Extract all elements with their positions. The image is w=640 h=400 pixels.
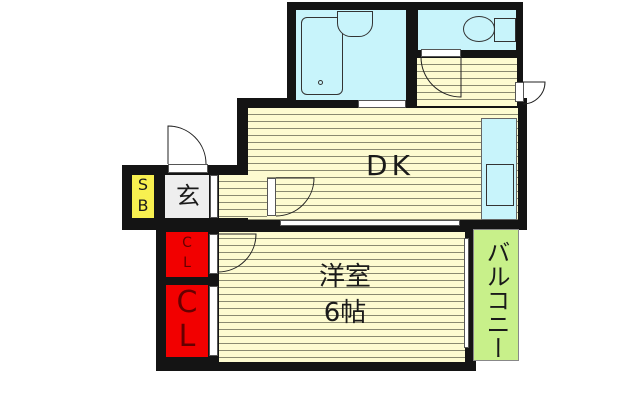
entrance-label: 玄 [176,182,200,210]
washbasin [337,11,373,37]
window-dk-east[interactable] [515,82,524,102]
western-room-label: 洋室 [318,262,371,292]
closet-large-label-l: L [178,319,196,354]
balcony [473,229,519,361]
window-bedroom[interactable] [464,238,469,348]
closet-large [166,285,208,357]
hallway [417,58,517,106]
hall-door-swing-icon [420,56,462,98]
closet-small-door[interactable] [209,234,218,274]
toilet-door[interactable] [421,49,461,57]
dk-room [248,108,518,220]
western-room-size: 6帖 [323,298,367,328]
closet-large-label-c: C [176,285,198,320]
entrance [165,175,209,218]
entry-hall [219,175,267,218]
closet-small-label-l: L [183,255,191,271]
toilet-bowl [463,16,495,42]
kitchen-counter [481,118,517,220]
entrance-step [210,175,218,218]
bath-drain [318,80,323,85]
front-door[interactable] [168,164,208,173]
window-swing-icon [522,81,546,105]
closet-small [166,232,208,277]
kitchen-sink [486,164,514,206]
hall-door-swing-icon-2 [275,177,315,217]
toilet-tank [494,18,516,42]
dk-label: DK [366,149,414,182]
balcony-label: バルコニー [482,240,510,360]
front-door-swing-icon [167,125,207,165]
hall-door[interactable] [267,178,276,216]
closet-door-swing-icon [217,233,257,273]
closet-large-door[interactable] [209,286,218,356]
bathtub [301,17,343,95]
sliding-door-dk-bedroom[interactable] [280,220,460,226]
closet-small-label-c: C [182,235,192,251]
shoe-box-label-b: B [137,196,149,215]
shoe-box [132,175,154,218]
western-room [219,232,465,362]
bathroom-door[interactable] [358,100,406,108]
shoe-box-label-s: S [137,175,149,194]
